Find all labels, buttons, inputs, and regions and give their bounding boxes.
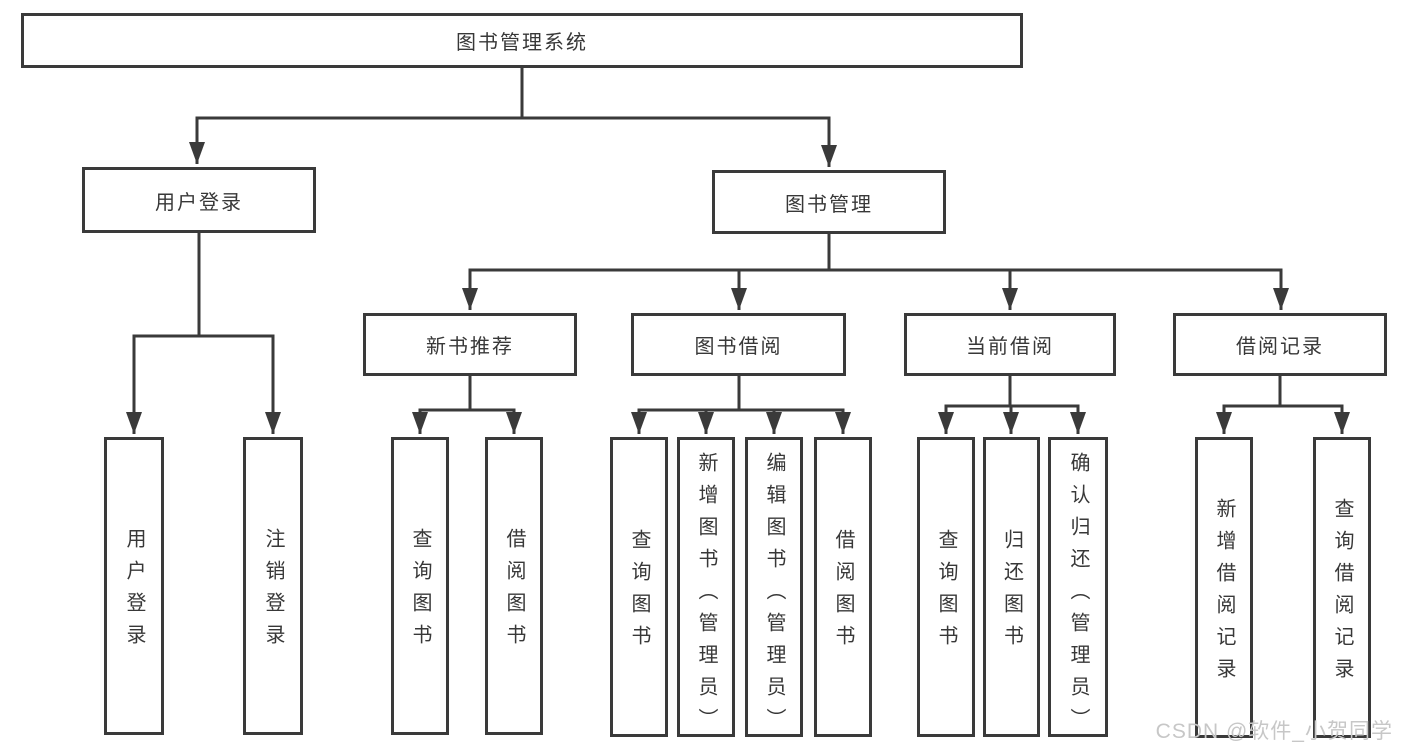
leaf-current-query-book: 查询图书: [917, 437, 975, 737]
leaf-recommend-borrow-book-label: 借阅图书: [503, 528, 525, 656]
node-user-login: 用户登录: [82, 167, 316, 233]
leaf-query-borrow-record: 查询借阅记录: [1313, 437, 1371, 738]
leaf-add-book-admin: 新增图书（管理员）: [677, 437, 735, 740]
leaf-recommend-borrow-book: 借阅图书: [485, 437, 543, 735]
leaf-logout-label: 注销登录: [262, 528, 284, 656]
leaf-add-borrow-record-label: 新增借阅记录: [1213, 497, 1235, 690]
leaf-logout: 注销登录: [243, 437, 303, 735]
node-current-borrow: 当前借阅: [904, 313, 1116, 376]
leaf-query-borrow-record-label: 查询借阅记录: [1331, 497, 1353, 690]
leaf-edit-book-admin: 编辑图书（管理员）: [745, 437, 803, 740]
node-book-borrow-label: 图书借阅: [694, 336, 783, 358]
leaf-edit-book-admin-label: 编辑图书（管理员）: [763, 452, 785, 740]
node-current-borrow-label: 当前借阅: [966, 336, 1054, 358]
leaf-add-book-admin-label: 新增图书（管理员）: [695, 452, 717, 740]
node-new-book-recommend-label: 新书推荐: [426, 336, 514, 358]
leaf-add-borrow-record: 新增借阅记录: [1195, 437, 1253, 738]
leaf-borrow-query-book: 查询图书: [610, 437, 668, 737]
leaf-confirm-return-admin: 确认归还（管理员）: [1048, 437, 1108, 740]
node-user-login-label: 用户登录: [155, 191, 243, 214]
leaf-user-login-label: 用户登录: [123, 528, 145, 656]
leaf-user-login: 用户登录: [104, 437, 164, 735]
node-book-borrow: 图书借阅: [631, 313, 846, 376]
leaf-recommend-query-book: 查询图书: [391, 437, 449, 735]
node-root: 图书管理系统: [21, 13, 1023, 68]
leaf-current-query-book-label: 查询图书: [935, 529, 957, 657]
leaf-return-book: 归还图书: [983, 437, 1040, 737]
node-root-label: 图书管理系统: [456, 32, 588, 54]
leaf-recommend-query-book-label: 查询图书: [409, 528, 431, 656]
csdn-watermark: CSDN @软件_小贺同学: [1155, 720, 1393, 743]
leaf-borrow-book-label: 借阅图书: [832, 529, 854, 657]
node-new-book-recommend: 新书推荐: [363, 313, 577, 376]
node-borrow-record: 借阅记录: [1173, 313, 1387, 376]
leaf-confirm-return-admin-label: 确认归还（管理员）: [1067, 452, 1089, 740]
node-book-management: 图书管理: [712, 170, 946, 234]
leaf-borrow-query-book-label: 查询图书: [628, 529, 650, 657]
leaf-return-book-label: 归还图书: [1000, 529, 1023, 657]
node-borrow-record-label: 借阅记录: [1236, 336, 1324, 358]
leaf-borrow-book: 借阅图书: [814, 437, 872, 737]
node-book-management-label: 图书管理: [785, 193, 873, 216]
